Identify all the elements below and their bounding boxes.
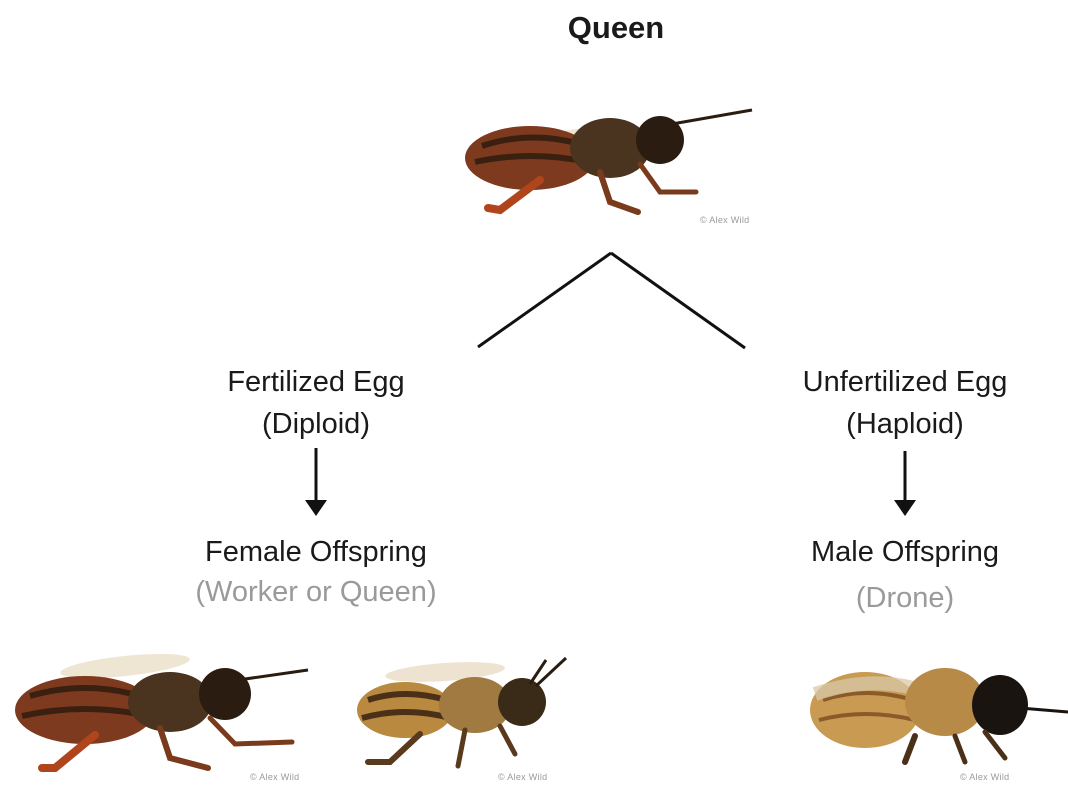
haploid-label: (Haploid) bbox=[760, 404, 1050, 444]
drone-bee-image bbox=[805, 650, 1068, 770]
fertilized-egg-label: Fertilized Egg bbox=[176, 362, 456, 402]
queen-bee-image-top bbox=[460, 80, 760, 230]
photo-credit-top: © Alex Wild bbox=[700, 215, 749, 225]
left-branch-line bbox=[478, 253, 611, 347]
male-offspring-label: Male Offspring bbox=[770, 532, 1040, 572]
right-arrow bbox=[894, 451, 916, 516]
photo-credit-drone: © Alex Wild bbox=[960, 772, 1009, 782]
drone-label: (Drone) bbox=[770, 578, 1040, 618]
photo-credit-worker: © Alex Wild bbox=[498, 772, 547, 782]
right-branch-line bbox=[611, 253, 745, 348]
photo-credit-queen-bottom: © Alex Wild bbox=[250, 772, 299, 782]
queen-bee-image-bottom bbox=[10, 640, 310, 780]
diploid-label: (Diploid) bbox=[176, 404, 456, 444]
worker-or-queen-label: (Worker or Queen) bbox=[146, 572, 486, 612]
worker-bee-image bbox=[350, 650, 580, 780]
female-offspring-label: Female Offspring bbox=[146, 532, 486, 572]
unfertilized-egg-label: Unfertilized Egg bbox=[760, 362, 1050, 402]
left-arrow bbox=[305, 448, 327, 516]
